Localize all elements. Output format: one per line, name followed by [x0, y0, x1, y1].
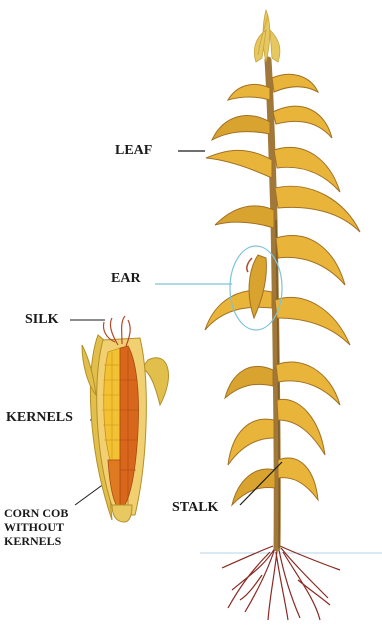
tassel	[254, 10, 280, 62]
label-stalk: STALK	[172, 500, 218, 516]
roots	[222, 546, 340, 620]
ear-cross-section	[82, 316, 169, 522]
label-corn-cob-without-kernels: CORN COB WITHOUT KERNELS	[4, 506, 99, 548]
label-cob-line-3: KERNELS	[4, 534, 99, 548]
label-leaf: LEAF	[115, 143, 152, 159]
label-cob-line-1: CORN COB	[4, 506, 99, 520]
label-kernels: KERNELS	[6, 410, 73, 426]
label-ear: EAR	[111, 271, 141, 287]
label-cob-line-2: WITHOUT	[4, 520, 99, 534]
label-silk: SILK	[25, 312, 58, 328]
